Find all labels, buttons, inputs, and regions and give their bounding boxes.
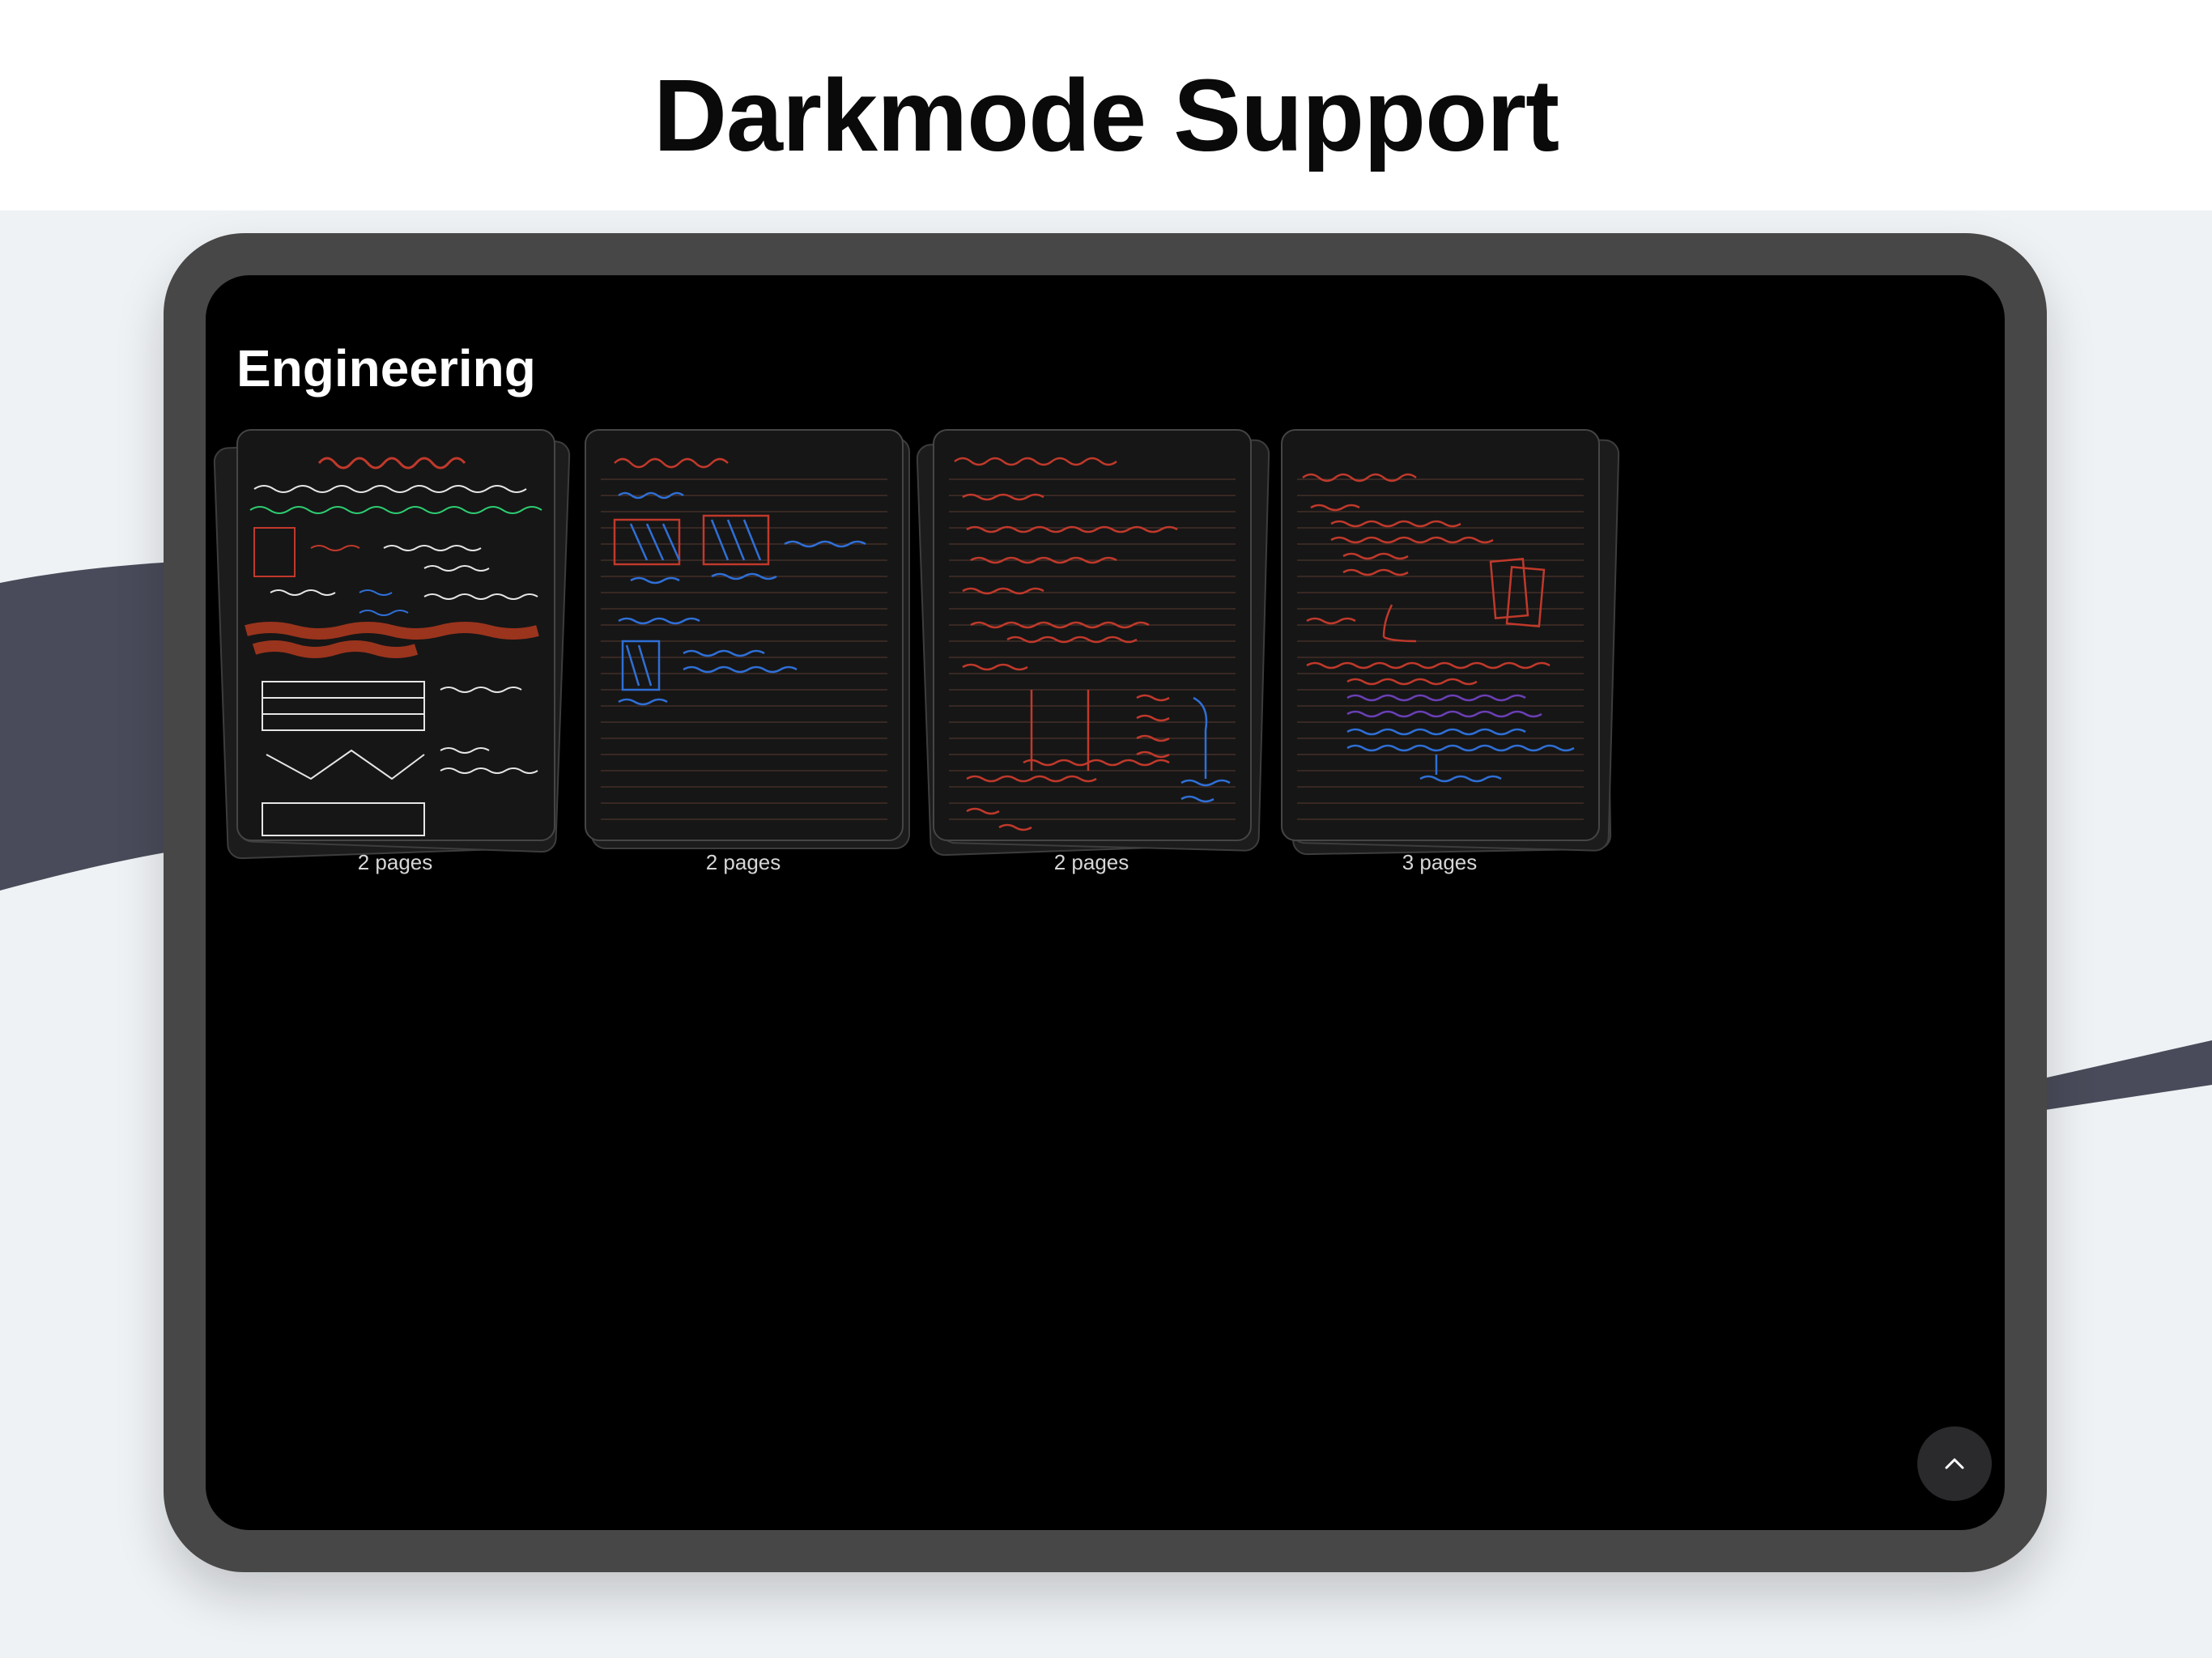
notebook-cover — [236, 429, 555, 841]
notebook-page-count: 3 pages — [1402, 850, 1478, 874]
notebook-page-count: 2 pages — [1053, 850, 1129, 874]
handwritten-page-preview — [601, 457, 887, 820]
handwritten-page-preview — [949, 457, 1236, 831]
notebook-cover — [585, 429, 904, 841]
handwritten-page-preview — [1297, 473, 1584, 820]
headline: Darkmode Support — [653, 58, 1559, 172]
notebook-page-count: 2 pages — [705, 850, 781, 874]
notebook-page-count: 2 pages — [357, 850, 433, 874]
notebook-card[interactable]: 2 pages — [213, 429, 571, 874]
chevron-up-icon — [1945, 1458, 1964, 1469]
notebook-cover — [1281, 429, 1600, 841]
scroll-to-top-button[interactable] — [1917, 1426, 1992, 1501]
handwritten-page-preview — [245, 457, 542, 836]
notebook-cover — [933, 429, 1252, 841]
notebook-card[interactable]: 2 pages — [585, 429, 910, 874]
ipad-frame: Engineering — [164, 233, 2047, 1572]
notebook-card[interactable]: 2 pages — [916, 429, 1270, 874]
folder-title: Engineering — [236, 339, 536, 397]
app-screen: Engineering — [206, 275, 2005, 1530]
notebook-card[interactable]: 3 pages — [1281, 429, 1620, 874]
